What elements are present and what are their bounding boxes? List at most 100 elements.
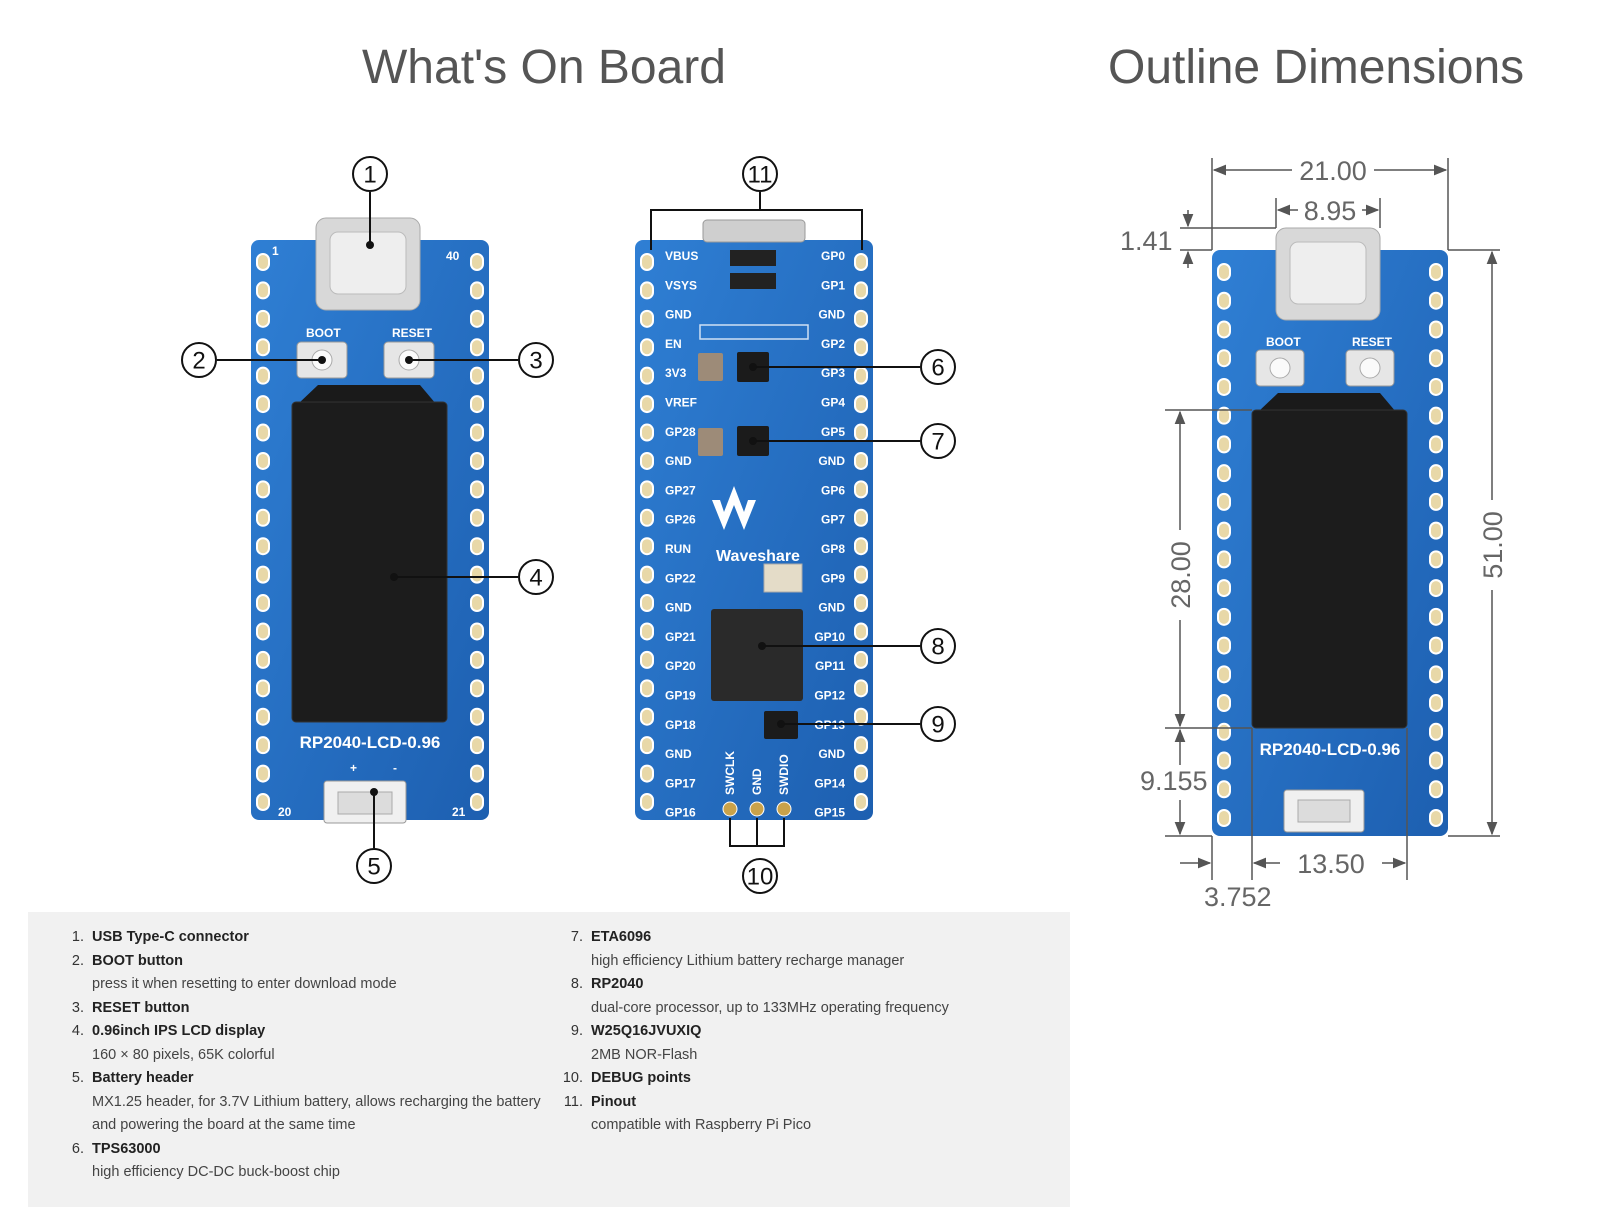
board-front: 1 40 BOOT RESET RP2040-LCD-0.96 + - 20 2… [251, 217, 489, 824]
legend-number: 8. [570, 976, 583, 992]
svg-text:10: 10 [747, 864, 774, 891]
pin-label-right: GP0 [821, 249, 845, 263]
battery-minus-silk: - [393, 761, 397, 775]
pin-pad [1429, 722, 1443, 741]
dim-lcd-width: 13.50 [1297, 849, 1365, 879]
legend-description: MX1.25 header, for 3.7V Lithium battery,… [92, 1093, 541, 1110]
legend-item: 10.DEBUG points [545, 1067, 1055, 1091]
pin-pad [470, 679, 484, 698]
pin-pad [854, 451, 868, 470]
pin-pad [640, 537, 654, 556]
legend-description: compatible with Raspberry Pi Pico [591, 1117, 812, 1133]
legend-number: 5. [71, 1070, 84, 1086]
pin-label-left: 3V3 [665, 366, 687, 380]
pin-pad [640, 622, 654, 641]
pin-pad [256, 508, 270, 527]
legend-description: 2MB NOR-Flash [591, 1046, 698, 1063]
pin-pad [1429, 579, 1443, 598]
callout-10 [742, 858, 778, 894]
pin-label-right: GP4 [821, 396, 845, 410]
pin-pad [470, 707, 484, 726]
pin-pad [470, 793, 484, 811]
pin-pad [1429, 263, 1443, 281]
outline-pins [1217, 263, 1443, 827]
pin-pad [1429, 780, 1443, 799]
legend-description: dual-core processor, up to 133MHz operat… [591, 999, 949, 1016]
legend-item: 8. RP2040 dual-core processor, up to 133MH… [545, 973, 1055, 1020]
pcb-back [635, 240, 873, 820]
pin-pad [854, 565, 868, 584]
legend-title: Pinout [591, 1093, 637, 1110]
pin-pad [1217, 435, 1231, 454]
callout-11 [742, 156, 778, 192]
pin-pad [256, 366, 270, 385]
pin-pad [1429, 694, 1443, 713]
pin-pad [256, 679, 270, 698]
rp2040-chip [711, 609, 803, 701]
pin-pad [640, 309, 654, 328]
pin-pad [1429, 435, 1443, 454]
lcd-flex [298, 385, 436, 404]
legend-title: ETA6096 [591, 929, 652, 945]
boot-silk: BOOT [306, 326, 341, 340]
pin-pad [1217, 291, 1231, 310]
pin-pad [256, 565, 270, 584]
pin-pad [1429, 320, 1443, 339]
pin-pad [640, 793, 654, 811]
pin-pad [470, 366, 484, 385]
legend-title: Battery header [92, 1070, 194, 1086]
callout-7 [920, 423, 956, 459]
pin-label-left: GP17 [665, 776, 696, 790]
callout-1 [352, 156, 388, 192]
pin-pad [854, 707, 868, 726]
svg-text:3: 3 [529, 348, 542, 375]
dim-side-offset: 3.752 [1204, 882, 1272, 912]
pin-label-right: GP3 [821, 366, 845, 380]
pin-label-right: GND [818, 454, 845, 468]
pin-pad [640, 366, 654, 385]
legend-title: 0.96inch IPS LCD display [92, 1023, 266, 1039]
pin-pad [470, 565, 484, 584]
pin-pad [1429, 665, 1443, 684]
front-pins [256, 253, 484, 811]
svg-text:7: 7 [931, 429, 944, 456]
legend-title: RP2040 [591, 976, 644, 992]
pin-pad [470, 594, 484, 613]
pin-pad [854, 480, 868, 499]
pin-pad [1217, 636, 1231, 655]
pin-pad [1217, 377, 1231, 396]
pin-pad [854, 423, 868, 442]
pin-pad [1217, 751, 1231, 770]
legend-number: 2. [71, 952, 84, 969]
pin-pad [470, 508, 484, 527]
pin-pad [640, 480, 654, 499]
pin-pad [1429, 492, 1443, 511]
pin-pad [256, 594, 270, 613]
pin-pad [854, 338, 868, 357]
pin-label-left: GP20 [665, 659, 696, 673]
pin-label-right: GP7 [821, 513, 845, 527]
pin-pad [640, 679, 654, 698]
pin-pad [1217, 607, 1231, 626]
pin-pad [640, 338, 654, 357]
pin-pad [256, 309, 270, 328]
legend-title: DEBUG points [591, 1070, 691, 1086]
pin-label-right: GND [818, 308, 845, 322]
pin-pad [470, 395, 484, 414]
svg-text:5: 5 [367, 854, 380, 881]
dim-board-height: 51.00 [1478, 511, 1508, 579]
board-back: Waveshare VBUSVSYSGNDEN3V3VREFGP28GNDGP2… [635, 219, 873, 820]
dim-lcd-height: 28.00 [1166, 541, 1196, 609]
back-pins [640, 253, 868, 811]
pin-pad [640, 650, 654, 669]
pin-pad [1217, 579, 1231, 598]
pin-pad [1217, 349, 1231, 368]
pin-pad [640, 508, 654, 527]
pin-label-left: GND [665, 308, 692, 322]
legend-title: USB Type-C connector [92, 929, 249, 945]
